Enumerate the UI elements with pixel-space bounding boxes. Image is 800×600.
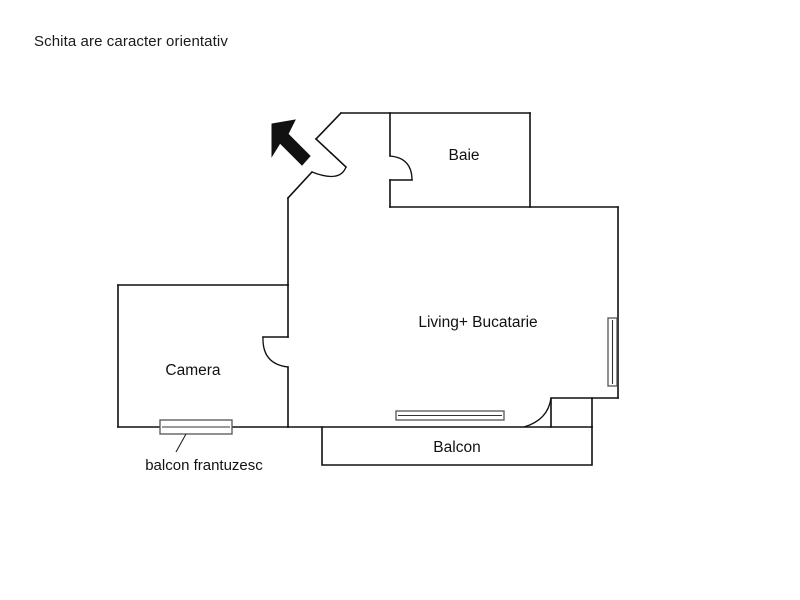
wall-balcon-door-jamb — [550, 397, 593, 428]
door-balcon — [523, 397, 552, 428]
annotation-balcon-frantuzesc: balcon frantuzesc — [145, 457, 263, 474]
door-baie-arc — [389, 155, 413, 181]
room-baie-walls — [389, 112, 531, 208]
room-balcon-walls — [321, 426, 593, 466]
door-baie — [389, 155, 413, 181]
doors-group — [262, 151, 552, 428]
leader-line — [175, 433, 187, 453]
door-camera — [262, 336, 289, 368]
door-camera-arc — [262, 336, 289, 368]
room-label-baie: Baie — [448, 147, 479, 164]
windows-group — [159, 317, 618, 435]
wall-outline — [117, 111, 619, 428]
wall-entry-angle-lower — [286, 170, 314, 200]
window-right-living — [607, 317, 618, 387]
wall-balcon-outline — [321, 426, 593, 466]
room-label-balcon: Balcon — [433, 439, 480, 456]
door-entrance-leaf — [329, 151, 348, 169]
entrance-arrow — [271, 119, 311, 166]
page-title: Schita are caracter orientativ — [34, 33, 228, 50]
leader-balcon-frantuzesc — [175, 433, 187, 453]
wall-entry-notch — [314, 137, 333, 155]
wall-entry-angle-upper — [314, 111, 343, 141]
window-balcon — [395, 410, 505, 421]
window-camera-french — [159, 419, 233, 435]
door-entrance-arc — [311, 166, 347, 178]
room-label-living-bucatarie: Living+ Bucatarie — [418, 314, 537, 331]
room-label-camera: Camera — [165, 362, 221, 379]
door-balcon-arc — [523, 397, 552, 428]
entrance-arrow-icon — [271, 119, 311, 166]
door-entrance — [311, 151, 348, 178]
